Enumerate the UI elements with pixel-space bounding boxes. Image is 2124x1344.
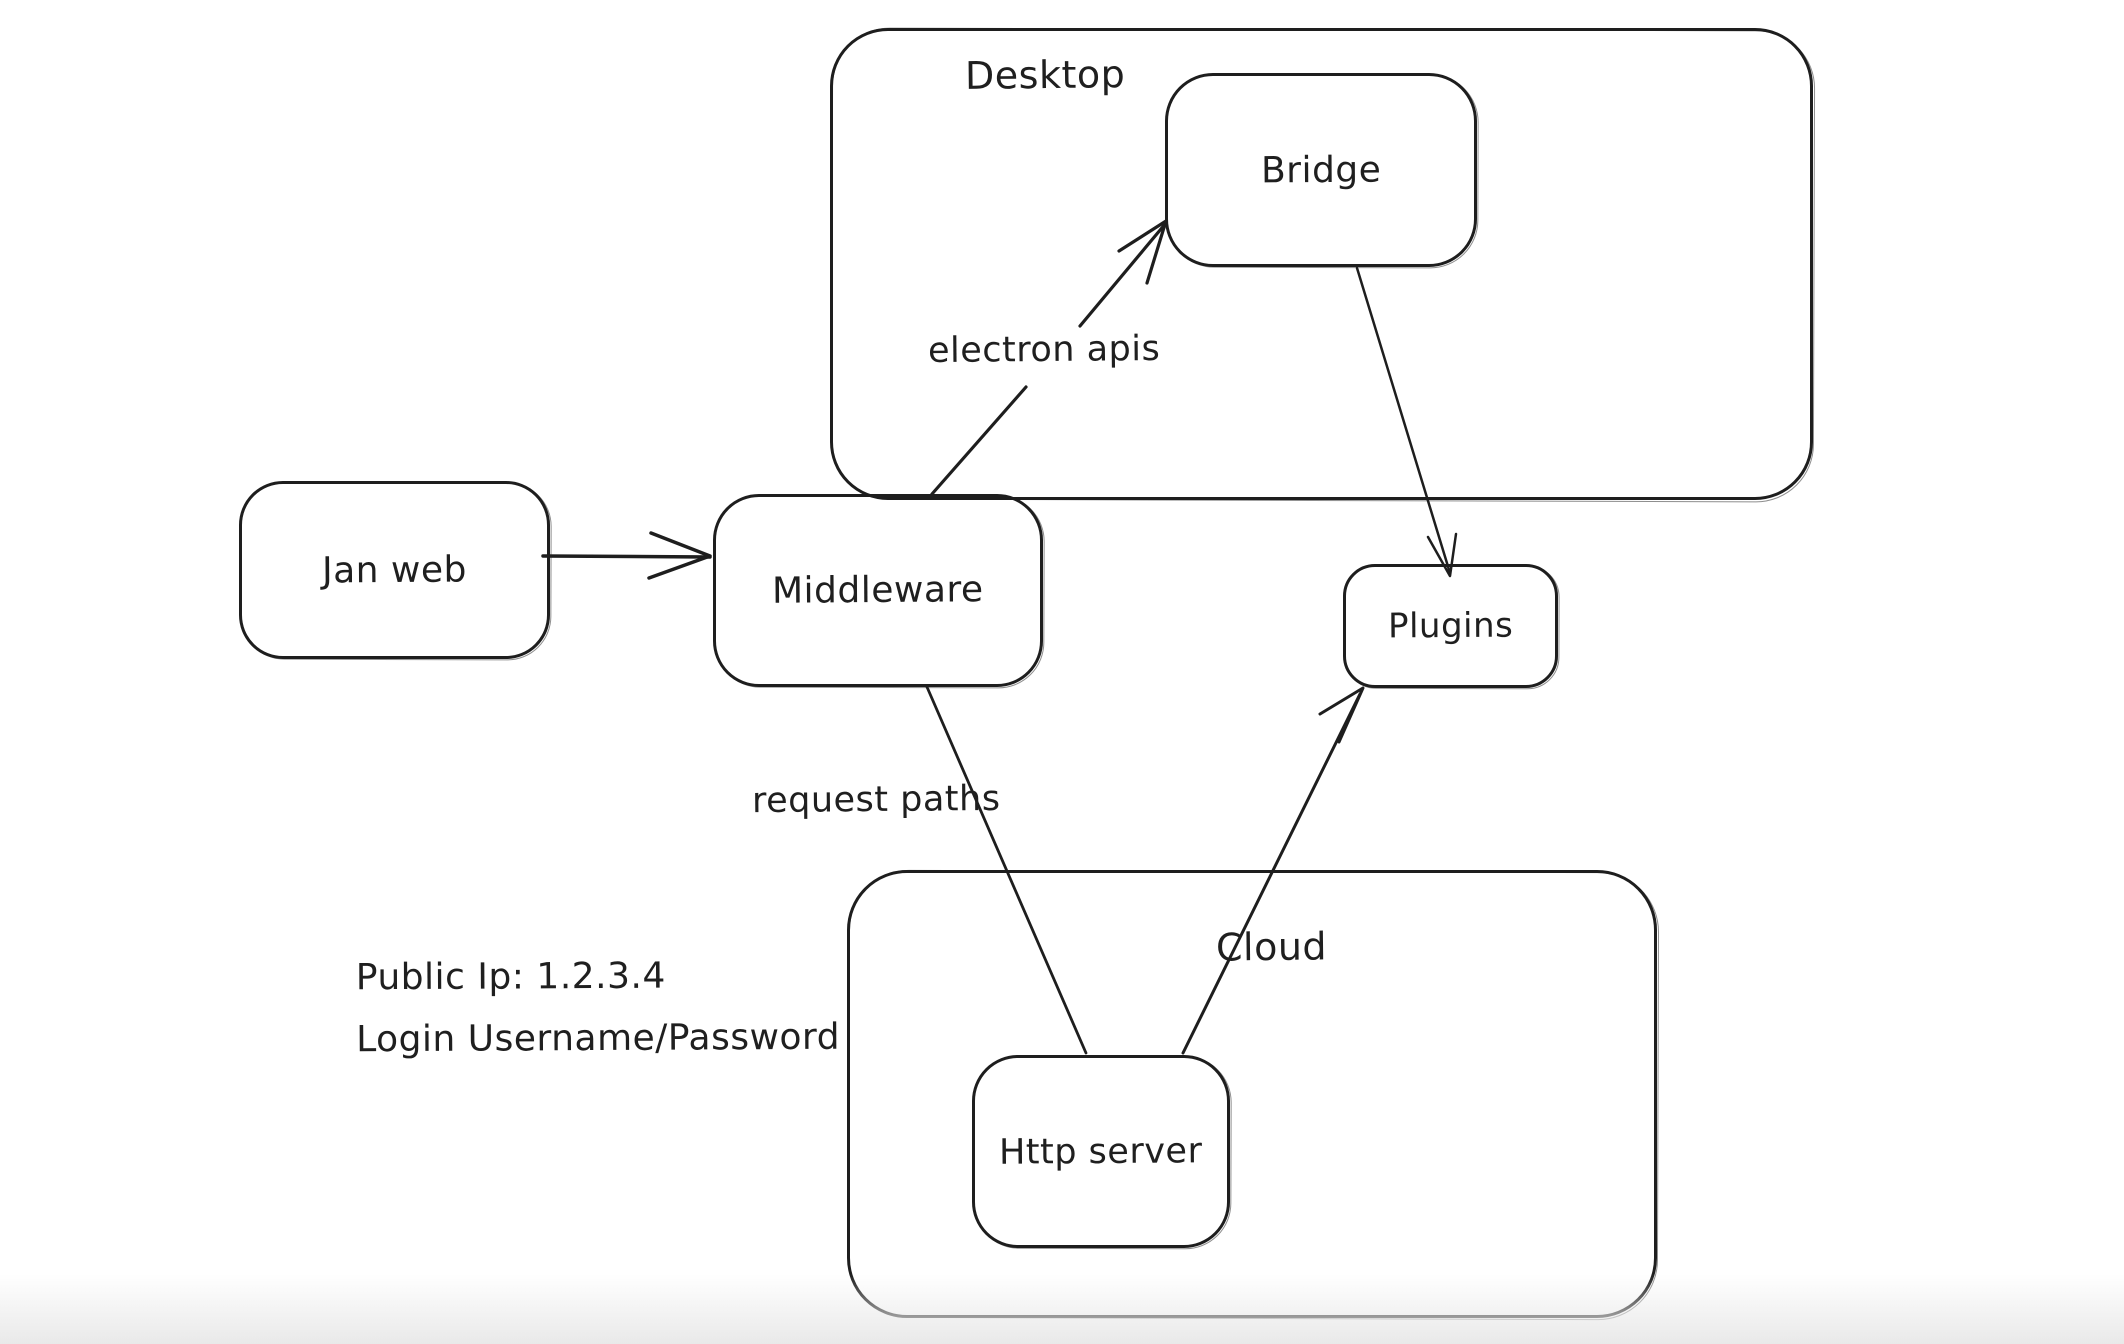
plugins-label: Plugins <box>1387 605 1514 647</box>
desktop-label: Desktop <box>964 52 1126 98</box>
node-plugins[interactable]: Plugins <box>1343 564 1558 688</box>
edge-label-request-paths[interactable]: request paths <box>751 778 1001 822</box>
http-server-label: Http server <box>999 1130 1203 1173</box>
middleware-label: Middleware <box>772 569 984 612</box>
node-middleware[interactable]: Middleware <box>713 494 1043 687</box>
container-cloud[interactable]: Cloud <box>847 870 1657 1318</box>
bridge-label: Bridge <box>1260 149 1382 191</box>
note-line-public-ip: Public Ip: 1.2.3.4 <box>355 955 666 999</box>
edge-label-electron-apis[interactable]: electron apis <box>927 328 1161 372</box>
container-desktop[interactable]: Desktop <box>830 28 1813 500</box>
node-jan-web[interactable]: Jan web <box>239 481 550 659</box>
node-http-server[interactable]: Http server <box>972 1055 1230 1248</box>
note-text[interactable]: Public Ip: 1.2.3.4 Login Username/Passwo… <box>356 945 841 1072</box>
arrow-janweb-to-middleware[interactable] <box>541 531 712 580</box>
jan-web-label: Jan web <box>321 548 468 592</box>
note-line-login: Login Username/Password <box>356 1016 841 1061</box>
cloud-label: Cloud <box>1215 924 1328 970</box>
node-bridge[interactable]: Bridge <box>1165 73 1477 267</box>
